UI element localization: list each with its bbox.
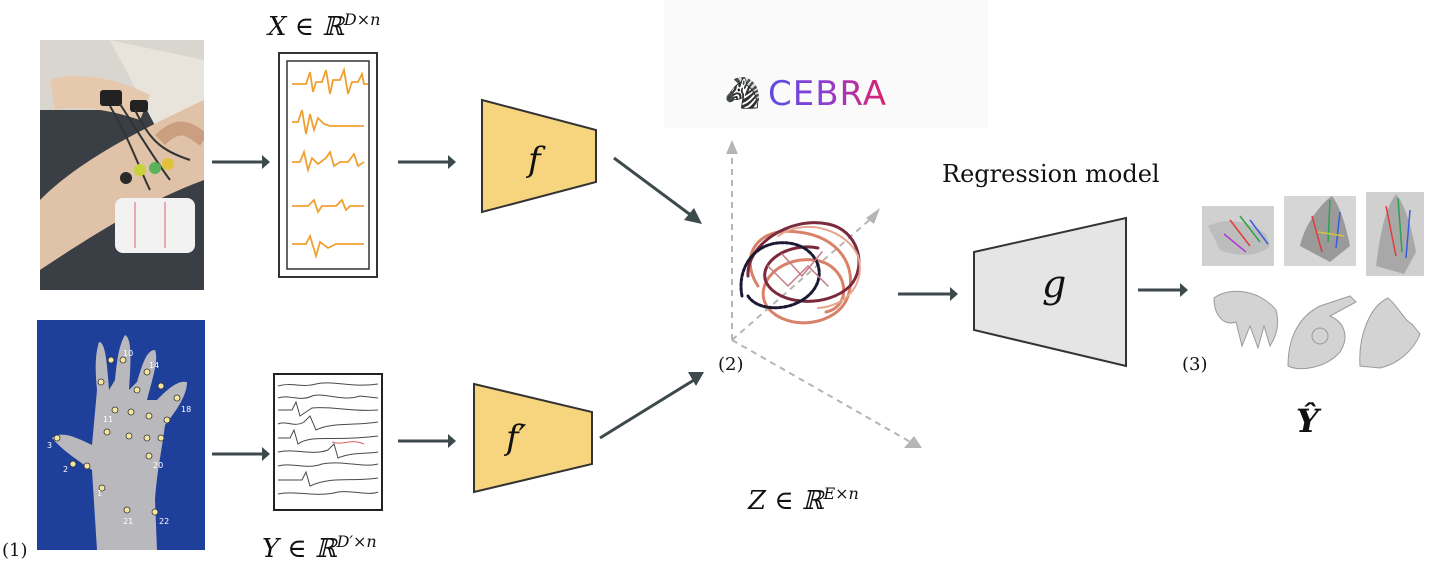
predicted-hand-poses bbox=[1202, 192, 1424, 370]
decoder-g-label: g bbox=[1042, 262, 1067, 306]
tracked-hand-1 bbox=[1202, 206, 1274, 266]
arrow-f-to-latent bbox=[613, 156, 702, 224]
emg-trace bbox=[292, 66, 368, 95]
zebra-icon: 🦓 bbox=[724, 76, 762, 111]
emg-recording-photo bbox=[40, 40, 204, 290]
marker-label: 11 bbox=[103, 415, 113, 424]
marker-label: 10 bbox=[123, 349, 133, 358]
marker-label: 3 bbox=[47, 441, 52, 450]
latent-trajectory bbox=[746, 221, 861, 303]
marker-label: 18 bbox=[181, 405, 191, 414]
y-hat-label: Ŷ bbox=[1296, 402, 1319, 440]
arrow-y-to-f-prime bbox=[398, 434, 456, 448]
encoder-f bbox=[481, 98, 597, 214]
arrow-latent-to-g bbox=[898, 287, 958, 301]
arrow-f-prime-to-latent bbox=[599, 372, 704, 440]
z-space-label: Z ∈ ℝE×n bbox=[748, 484, 859, 516]
marker-label: 20 bbox=[153, 461, 163, 470]
step-1-label: (1) bbox=[2, 540, 28, 561]
y-matrix-label: Y ∈ ℝD′×n bbox=[262, 532, 377, 564]
emg-trace bbox=[292, 198, 364, 215]
kinematic-trace bbox=[278, 428, 379, 445]
cebra-logo-text: CEBRA bbox=[768, 74, 888, 114]
emg-trace bbox=[292, 148, 365, 174]
latent-trajectory bbox=[777, 226, 861, 309]
marker-label: 22 bbox=[159, 517, 169, 526]
marker-label: 1 bbox=[97, 489, 102, 498]
kinematic-trace bbox=[277, 443, 379, 459]
kinematic-trace bbox=[277, 415, 379, 431]
marker-label: 21 bbox=[123, 517, 133, 526]
encoder-f-label: f bbox=[528, 140, 541, 180]
tracked-hand-3 bbox=[1366, 192, 1424, 276]
tracked-hand-2 bbox=[1284, 196, 1356, 266]
rendered-hand-2 bbox=[1287, 295, 1357, 370]
emg-trace bbox=[292, 233, 364, 260]
x-matrix-label: X ∈ ℝD×n bbox=[268, 10, 381, 42]
latent-trajectory bbox=[767, 251, 829, 288]
kinematic-trace bbox=[277, 462, 379, 467]
y-kinematics-matrix bbox=[273, 373, 383, 511]
kinematic-trace bbox=[278, 400, 379, 417]
encoder-f-prime bbox=[473, 382, 593, 494]
decoder-g bbox=[973, 216, 1127, 368]
kinematic-trace bbox=[277, 491, 379, 495]
step-2-label: (2) bbox=[718, 354, 744, 375]
cebra-logo-panel: 🦓 CEBRA bbox=[664, 0, 988, 128]
rendered-hand-1 bbox=[1213, 290, 1279, 350]
marker-label: 2 bbox=[63, 465, 68, 474]
kinematic-trace bbox=[277, 382, 379, 387]
step-3-label: (3) bbox=[1182, 354, 1208, 375]
arrow-photo-to-x bbox=[212, 155, 270, 169]
hand-keypoint-photo: 10 14 18 3 2 1 21 22 20 11 bbox=[37, 320, 205, 550]
marker-label: 14 bbox=[149, 361, 159, 370]
x-emg-matrix bbox=[278, 52, 378, 278]
encoder-f-prime-label: f′ bbox=[506, 418, 527, 458]
emg-trace bbox=[292, 109, 364, 135]
arrow-g-to-output bbox=[1138, 283, 1188, 297]
latent-trajectory bbox=[739, 241, 821, 310]
arrow-photo-to-y bbox=[212, 447, 270, 461]
regression-model-title: Regression model bbox=[942, 160, 1160, 188]
arrow-x-to-f bbox=[398, 155, 456, 169]
latent-axes bbox=[726, 140, 922, 448]
kinematic-trace bbox=[278, 470, 379, 487]
kinematic-trace bbox=[277, 394, 379, 399]
rendered-hand-3 bbox=[1359, 297, 1421, 369]
